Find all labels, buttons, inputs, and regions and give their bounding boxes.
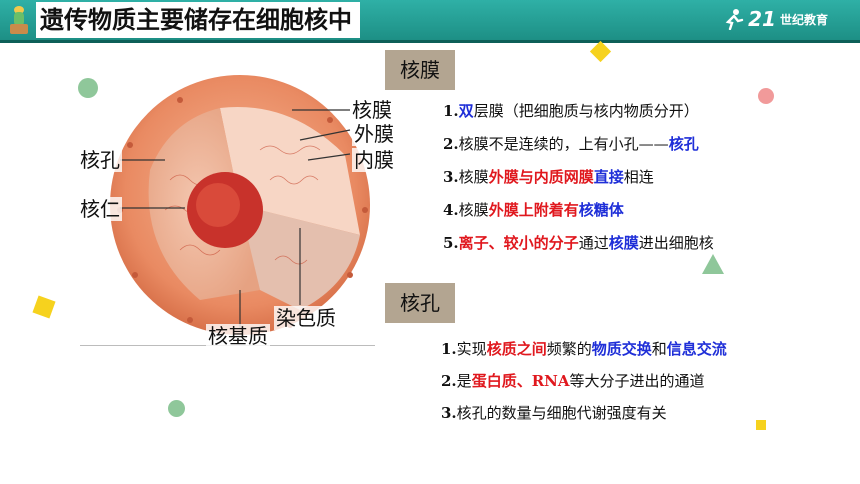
list-item-number: 1. <box>441 340 457 358</box>
green-dot-decoration <box>168 400 185 417</box>
title-bar: 遗传物质主要储存在细胞核中 21 世纪教育 <box>0 0 860 43</box>
list-item-number: 1. <box>443 102 459 120</box>
list-item: 1.实现核质之间频繁的物质交换和信息交流 <box>441 339 727 359</box>
brand-logo: 21 世纪教育 <box>722 6 828 32</box>
list-item-text: 和 <box>651 340 667 358</box>
list-item-text: 核膜不是连续的，上有小孔—— <box>458 135 669 153</box>
list-item-text: 直接 <box>593 168 624 186</box>
list-item-text: 层膜（把细胞质与核内物质分开） <box>473 102 699 120</box>
list-item-number: 3. <box>441 404 457 422</box>
label-outer-membrane: 外膜 <box>352 122 396 146</box>
cactus-icon <box>10 6 28 34</box>
yellow-square-decoration <box>756 420 766 430</box>
label-chromatin: 染色质 <box>274 306 338 330</box>
list-item: 3.核膜外膜与内质网膜直接相连 <box>443 167 654 187</box>
list-item-text: 核膜 <box>458 168 489 186</box>
list-item-number: 2. <box>441 372 457 390</box>
green-triangle-decoration <box>702 254 724 274</box>
yellow-square-decoration <box>32 295 56 319</box>
label-inner-membrane: 内膜 <box>352 148 396 172</box>
page-title: 遗传物质主要储存在细胞核中 <box>36 2 360 38</box>
list-item-text: 核孔 <box>668 135 699 153</box>
list-item: 1.双层膜（把细胞质与核内物质分开） <box>443 101 699 121</box>
list-item-text: 外膜与内质网膜 <box>488 168 594 186</box>
label-nuclear-matrix: 核基质 <box>206 324 270 348</box>
yellow-diamond-decoration <box>589 40 612 63</box>
list-item-number: 4. <box>443 201 459 219</box>
logo-number: 21 <box>748 7 776 31</box>
list-item-text: 相连 <box>623 168 654 186</box>
list-item-text: 物质交换 <box>591 340 652 358</box>
list-item-text: 双 <box>458 102 474 120</box>
label-nucleolus: 核仁 <box>78 197 122 221</box>
section-heading-pore: 核孔 <box>385 283 455 323</box>
runner-icon <box>725 9 744 30</box>
pink-dot-decoration <box>758 88 774 104</box>
list-item-text: 核质之间 <box>486 340 547 358</box>
list-item: 5.离子、较小的分子通过核膜进出细胞核 <box>443 233 714 253</box>
green-dot-decoration <box>78 78 98 98</box>
list-item-text: 通过 <box>578 234 609 252</box>
list-item-text: 核膜 <box>458 201 489 219</box>
list-item-text: 实现 <box>456 340 487 358</box>
list-item-text: 外膜上附着有 <box>488 201 579 219</box>
nucleus-diagram <box>110 75 370 335</box>
section-heading-membrane: 核膜 <box>385 50 455 90</box>
logo-text: 世纪教育 <box>779 12 828 27</box>
list-item-text: 信息交流 <box>666 340 727 358</box>
list-item-text: 核膜 <box>608 234 639 252</box>
list-item-text: 是 <box>456 372 472 390</box>
list-item-text: 核糖体 <box>578 201 624 219</box>
list-item-number: 2. <box>443 135 459 153</box>
list-item: 2.是蛋白质、RNA等大分子进出的通道 <box>441 371 705 391</box>
list-item-text: 进出细胞核 <box>638 234 714 252</box>
list-item-text: 核孔的数量与细胞代谢强度有关 <box>456 404 667 422</box>
label-nuclear-envelope: 核膜 <box>350 98 394 122</box>
list-item: 3.核孔的数量与细胞代谢强度有关 <box>441 403 667 423</box>
list-item-number: 5. <box>443 234 459 252</box>
list-item-text: 蛋白质、RNA <box>471 372 570 390</box>
list-item-number: 3. <box>443 168 459 186</box>
label-nuclear-pore: 核孔 <box>78 148 122 172</box>
list-item-text: 等大分子进出的通道 <box>569 372 705 390</box>
list-item-text: 频繁的 <box>546 340 592 358</box>
list-item-text: 离子、较小的分子 <box>458 234 579 252</box>
list-item: 4.核膜外膜上附着有核糖体 <box>443 200 624 220</box>
list-item: 2.核膜不是连续的，上有小孔——核孔 <box>443 134 699 154</box>
